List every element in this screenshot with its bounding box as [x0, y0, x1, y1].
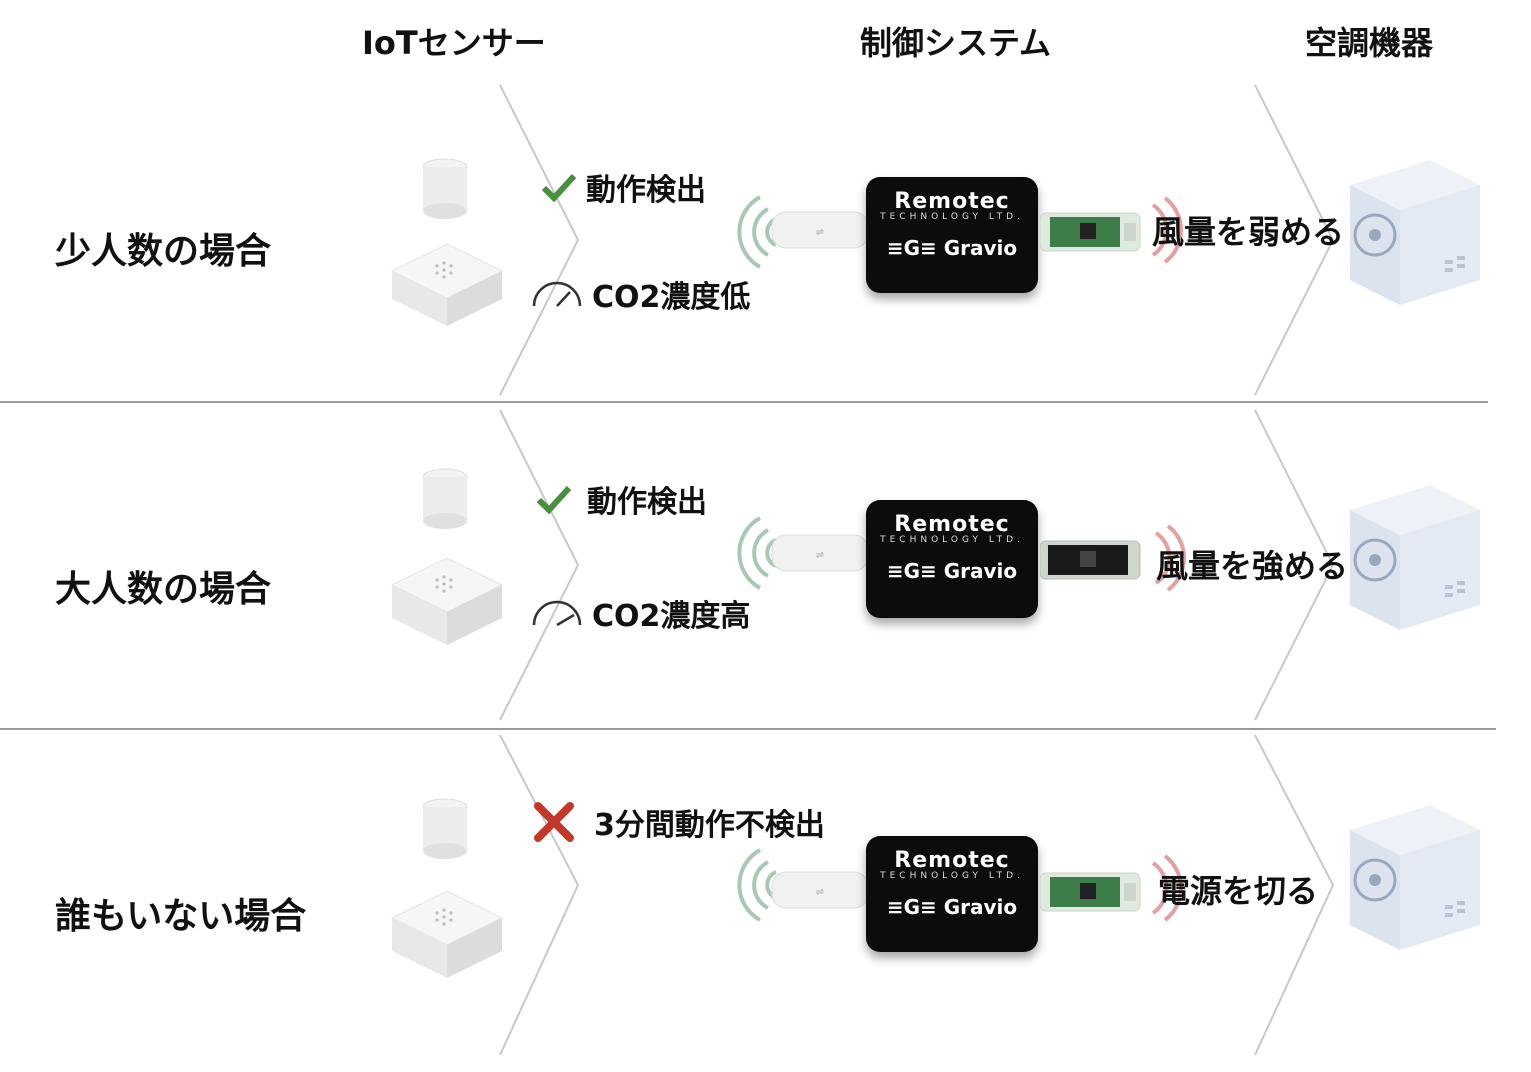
gateway-device: Remotec TECHNOLOGY LTD. ≡G≡ Gravio: [866, 177, 1038, 293]
case-label: 少人数の場合: [55, 231, 272, 272]
motion-sensor-icon: [422, 468, 468, 529]
gateway-device: Remotec TECHNOLOGY LTD. ≡G≡ Gravio: [866, 836, 1038, 952]
gateway-device: Remotec TECHNOLOGY LTD. ≡G≡ Gravio: [866, 500, 1038, 618]
condition-item: CO2濃度高: [530, 591, 750, 635]
condition-item: 3分間動作不検出: [532, 800, 825, 844]
device-product: ≡G≡ Gravio: [886, 895, 1018, 919]
wireless-signal-icon: [1151, 854, 1183, 922]
device-logo-icon: ≡G≡: [886, 559, 944, 583]
check-icon: [541, 173, 577, 202]
condition-text: CO2濃度高: [592, 599, 751, 634]
action-text: 風量を強める: [1156, 547, 1349, 585]
case-label: 大人数の場合: [55, 569, 272, 610]
device-brand: Remotec: [894, 512, 1010, 537]
motion-sensor-icon: [422, 158, 468, 219]
gauge-icon: [532, 600, 582, 627]
row-divider: [0, 401, 1488, 403]
device-company: TECHNOLOGY LTD.: [880, 871, 1024, 881]
device-brand: Remotec: [894, 848, 1010, 873]
condition-text: 動作検出: [586, 173, 706, 208]
condition-text: CO2濃度低: [592, 280, 751, 315]
wireless-signal-icon: [1154, 524, 1186, 592]
usb-stick-icon: ⇌: [771, 871, 869, 909]
usb-stick-icon: ⇌: [771, 211, 869, 249]
gauge-icon: [532, 281, 582, 307]
device-product: ≡G≡ Gravio: [886, 559, 1018, 583]
co2-sensor-icon: [390, 890, 504, 978]
condition-item: 動作検出: [535, 477, 707, 521]
air-conditioner-icon: [1350, 160, 1480, 305]
case-label: 誰もいない場合: [55, 896, 307, 937]
device-company: TECHNOLOGY LTD.: [880, 535, 1024, 545]
device-product: ≡G≡ Gravio: [886, 236, 1018, 260]
device-company: TECHNOLOGY LTD.: [880, 212, 1024, 222]
co2-sensor-icon: [390, 243, 504, 326]
case-row: 誰もいない場合 3分間動作不検出 ⇌ Remotec TECHNOLOGY LT…: [0, 650, 1531, 1070]
condition-text: 動作検出: [587, 485, 707, 520]
svg-text:⇌: ⇌: [816, 227, 824, 238]
wireless-signal-icon: [1151, 196, 1183, 264]
action-text: 風量を弱める: [1152, 213, 1345, 251]
svg-text:⇌: ⇌: [816, 887, 824, 898]
device-brand: Remotec: [894, 189, 1010, 214]
condition-item: CO2濃度低: [530, 272, 750, 316]
zwave-stick-icon: [1040, 212, 1141, 252]
motion-sensor-icon: [422, 798, 468, 859]
header-hvac: 空調機器: [1305, 24, 1434, 62]
usb-stick-icon: ⇌: [771, 534, 869, 572]
device-logo-icon: ≡G≡: [886, 236, 944, 260]
cross-icon: [534, 802, 574, 842]
header-sensor: IoTセンサー: [362, 24, 546, 62]
device-logo-icon: ≡G≡: [886, 895, 944, 919]
zwave-stick-icon: [1040, 540, 1141, 580]
check-icon: [536, 485, 572, 514]
air-conditioner-icon: [1350, 485, 1480, 630]
zwave-stick-icon: [1040, 872, 1141, 912]
action-text: 電源を切る: [1158, 872, 1319, 910]
row-divider: [0, 728, 1496, 730]
header-control: 制御システム: [860, 24, 1052, 62]
case-row: 少人数の場合 動作検出 CO2濃度低 ⇌ Remotec TECHNOLOGY …: [0, 0, 1531, 400]
svg-text:⇌: ⇌: [816, 550, 824, 561]
wireless-signal-icon: [737, 516, 777, 590]
co2-sensor-icon: [390, 557, 504, 645]
case-row: 大人数の場合 動作検出 CO2濃度高 ⇌ Remotec TECHNOLOGY …: [0, 325, 1531, 725]
condition-text: 3分間動作不検出: [594, 808, 825, 843]
condition-item: 動作検出: [540, 165, 706, 209]
air-conditioner-icon: [1350, 805, 1480, 950]
